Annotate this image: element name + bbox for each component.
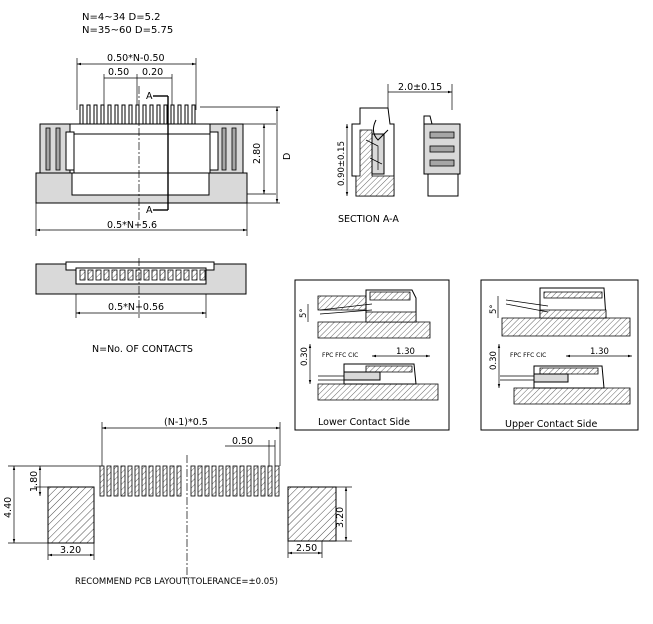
lower-fpc-label: FPC FFC CIC: [322, 352, 358, 359]
lower-dim-030: 0.30: [300, 347, 310, 366]
pcb-layout: (N-1)*0.5 0.50: [3, 417, 352, 587]
bottom-view: 0.5*N+0.56: [35, 258, 247, 318]
top-view: 0.50*N-0.50 0.50 0.20: [35, 53, 293, 236]
note-n-large: N=35~60 D=5.75: [82, 25, 173, 36]
note-n-small: N=4~34 D=5.2: [82, 12, 161, 23]
dim-020-label: 0.20: [142, 67, 163, 78]
upper-caption: Upper Contact Side: [505, 419, 597, 430]
dim-050-label: 0.50: [108, 67, 129, 78]
section-dim-side: 0.90±0.15: [337, 141, 347, 186]
section-dim-top: 2.0±0.15: [398, 82, 442, 93]
section-mark-bottom: A: [146, 205, 153, 216]
dim-depth-label: D: [282, 153, 293, 160]
pcb-contact-pads: [99, 465, 280, 497]
pcb-dim-440: 4.40: [3, 497, 14, 518]
upper-dim-030: 0.30: [489, 351, 499, 370]
section-caption: SECTION A-A: [338, 214, 399, 225]
lower-dim-5: 5°: [299, 308, 309, 318]
dim-height-label: 2.80: [252, 143, 263, 164]
pcb-pitch-label: 0.50: [232, 436, 253, 447]
lower-contact-panel: 5° 0.30 FPC FFC CIC 1.30 Lower Contact S…: [294, 279, 450, 431]
pcb-dim-320-right: 3.20: [335, 507, 346, 528]
pcb-span-label: (N-1)*0.5: [164, 417, 208, 428]
pcb-dim-320-left: 3.20: [60, 545, 81, 556]
upper-contact-panel: 5° 0.30 FPC FFC CIC 1.30 Upper Contact S…: [480, 279, 639, 431]
dim-width-label: 0.5*N+5.6: [107, 220, 157, 231]
contacts-definition: N=No. OF CONTACTS: [92, 344, 193, 355]
upper-dim-5: 5°: [489, 304, 499, 314]
bottom-contact-slots: [79, 269, 206, 281]
lower-caption: Lower Contact Side: [318, 417, 410, 428]
section-view: 2.0±0.15 0.90±0.15 SECTION A-A: [337, 82, 461, 225]
section-mark-top: A: [146, 91, 153, 102]
bottom-width-label: 0.5*N+0.56: [108, 302, 164, 313]
upper-dim-130: 1.30: [590, 347, 609, 357]
upper-fpc-label: FPC FFC CIC: [510, 352, 546, 359]
lower-dim-130: 1.30: [396, 347, 415, 357]
pcb-caption: RECOMMEND PCB LAYOUT(TOLERANCE=±0.05): [75, 577, 278, 587]
pcb-dim-250: 2.50: [296, 543, 317, 554]
dim-span-label: 0.50*N-0.50: [107, 53, 165, 64]
pcb-dim-180: 1.80: [29, 471, 40, 492]
